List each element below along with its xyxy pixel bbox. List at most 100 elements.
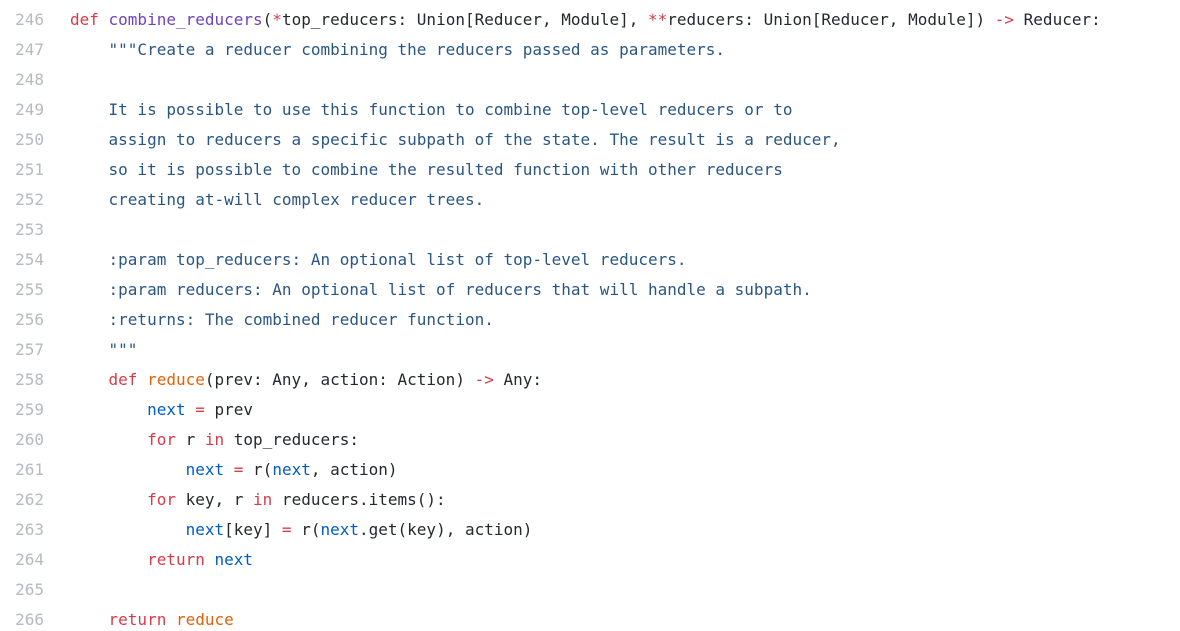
code-line-content: return next — [44, 545, 253, 575]
line-number[interactable]: 257 — [15, 340, 44, 359]
code-line-content: :param reducers: An optional list of red… — [44, 275, 812, 305]
code-token-k: -> — [994, 10, 1015, 29]
code-token-p — [70, 610, 109, 629]
code-token-p: key, r — [175, 490, 254, 509]
code-line: 250 assign to reducers a specific subpat… — [0, 125, 1180, 155]
line-number[interactable]: 248 — [15, 70, 44, 89]
code-line-content: so it is possible to combine the resulte… — [44, 155, 783, 185]
code-line: 256 :returns: The combined reducer funct… — [0, 305, 1180, 335]
code-token-p: r — [175, 430, 205, 449]
code-token-p: (prev: Any, action: Action) — [204, 370, 475, 389]
code-token-s: creating at-will complex reducer trees. — [70, 190, 485, 209]
code-line-content: def reduce(prev: Any, action: Action) ->… — [44, 365, 542, 395]
line-number[interactable]: 262 — [15, 490, 44, 509]
code-line: 265 — [0, 575, 1180, 605]
code-token-k: = — [233, 460, 244, 479]
code-line-content: for key, r in reducers.items(): — [44, 485, 446, 515]
code-line: 264 return next — [0, 545, 1180, 575]
code-token-p: reducers: Union[Reducer, Module]) — [667, 10, 995, 29]
code-token-p: ( — [262, 10, 273, 29]
code-line-content: creating at-will complex reducer trees. — [44, 185, 485, 215]
code-token-p — [70, 550, 147, 569]
code-token-p — [70, 430, 147, 449]
line-number[interactable]: 251 — [15, 160, 44, 179]
code-line: 260 for r in top_reducers: — [0, 425, 1180, 455]
line-number[interactable]: 263 — [15, 520, 44, 539]
code-token-s: :returns: The combined reducer function. — [70, 310, 494, 329]
code-token-p — [70, 400, 147, 419]
code-token-c: next — [185, 460, 225, 479]
code-line: 247 """Create a reducer combining the re… — [0, 35, 1180, 65]
line-number[interactable]: 247 — [15, 40, 44, 59]
code-line: 258 def reduce(prev: Any, action: Action… — [0, 365, 1180, 395]
code-token-p: Any: — [493, 370, 543, 389]
line-number[interactable]: 253 — [15, 220, 44, 239]
code-line-content: next = r(next, action) — [44, 455, 398, 485]
code-token-p: [key] — [224, 520, 282, 539]
code-line-content: next[key] = r(next.get(key), action) — [44, 515, 533, 545]
code-token-s: so it is possible to combine the resulte… — [70, 160, 783, 179]
code-line-content: assign to reducers a specific subpath of… — [44, 125, 841, 155]
code-line: 253 — [0, 215, 1180, 245]
code-line: 255 :param reducers: An optional list of… — [0, 275, 1180, 305]
code-line: 261 next = r(next, action) — [0, 455, 1180, 485]
code-token-c: next — [147, 400, 186, 419]
line-number[interactable]: 266 — [15, 610, 44, 629]
code-token-p — [166, 610, 176, 629]
line-number[interactable]: 255 — [15, 280, 44, 299]
code-token-s: assign to reducers a specific subpath of… — [70, 130, 841, 149]
line-number[interactable]: 265 — [15, 580, 44, 599]
code-token-p — [205, 550, 215, 569]
code-token-k: for — [147, 430, 176, 449]
code-token-k: = — [281, 520, 292, 539]
line-number[interactable]: 254 — [15, 250, 44, 269]
code-line: 259 next = prev — [0, 395, 1180, 425]
code-token-p: , action) — [310, 460, 398, 479]
line-number[interactable]: 256 — [15, 310, 44, 329]
code-token-k: def — [108, 370, 148, 389]
code-token-f: combine_reducers — [108, 10, 263, 29]
code-line-content: """Create a reducer combining the reduce… — [44, 35, 726, 65]
code-line: 252 creating at-will complex reducer tre… — [0, 185, 1180, 215]
line-number[interactable]: 252 — [15, 190, 44, 209]
code-token-k: = — [195, 400, 205, 419]
code-token-s: :param top_reducers: An optional list of… — [70, 250, 687, 269]
code-token-p: reducers.items(): — [272, 490, 446, 509]
code-line: 248 — [0, 65, 1180, 95]
code-token-p — [70, 520, 186, 539]
line-number[interactable]: 264 — [15, 550, 44, 569]
code-token-k: * — [272, 10, 282, 29]
line-number[interactable]: 250 — [15, 130, 44, 149]
code-token-c: next — [320, 520, 359, 539]
line-number[interactable]: 261 — [15, 460, 44, 479]
code-line-content: :param top_reducers: An optional list of… — [44, 245, 687, 275]
code-token-p: top_reducers: — [224, 430, 359, 449]
line-number[interactable]: 246 — [15, 10, 44, 29]
code-line: 263 next[key] = r(next.get(key), action) — [0, 515, 1180, 545]
code-token-k: in — [253, 490, 273, 509]
code-line: 251 so it is possible to combine the res… — [0, 155, 1180, 185]
line-number[interactable]: 259 — [15, 400, 44, 419]
code-line: 266 return reduce — [0, 605, 1180, 631]
code-line-content: :returns: The combined reducer function. — [44, 305, 494, 335]
code-line: 262 for key, r in reducers.items(): — [0, 485, 1180, 515]
code-token-p — [70, 460, 186, 479]
code-token-s: """ — [70, 340, 138, 359]
code-token-c: next — [272, 460, 311, 479]
code-token-p: prev — [204, 400, 254, 419]
line-number[interactable]: 260 — [15, 430, 44, 449]
line-number[interactable]: 258 — [15, 370, 44, 389]
code-line: 254 :param top_reducers: An optional lis… — [0, 245, 1180, 275]
code-token-k: for — [147, 490, 176, 509]
code-line: 249 It is possible to use this function … — [0, 95, 1180, 125]
code-token-k: def — [70, 10, 109, 29]
code-line-content: next = prev — [44, 395, 253, 425]
code-line-content — [44, 215, 70, 245]
code-token-k: return — [147, 550, 205, 569]
code-token-s: :param reducers: An optional list of red… — [70, 280, 812, 299]
line-number[interactable]: 249 — [15, 100, 44, 119]
code-line-content: for r in top_reducers: — [44, 425, 359, 455]
